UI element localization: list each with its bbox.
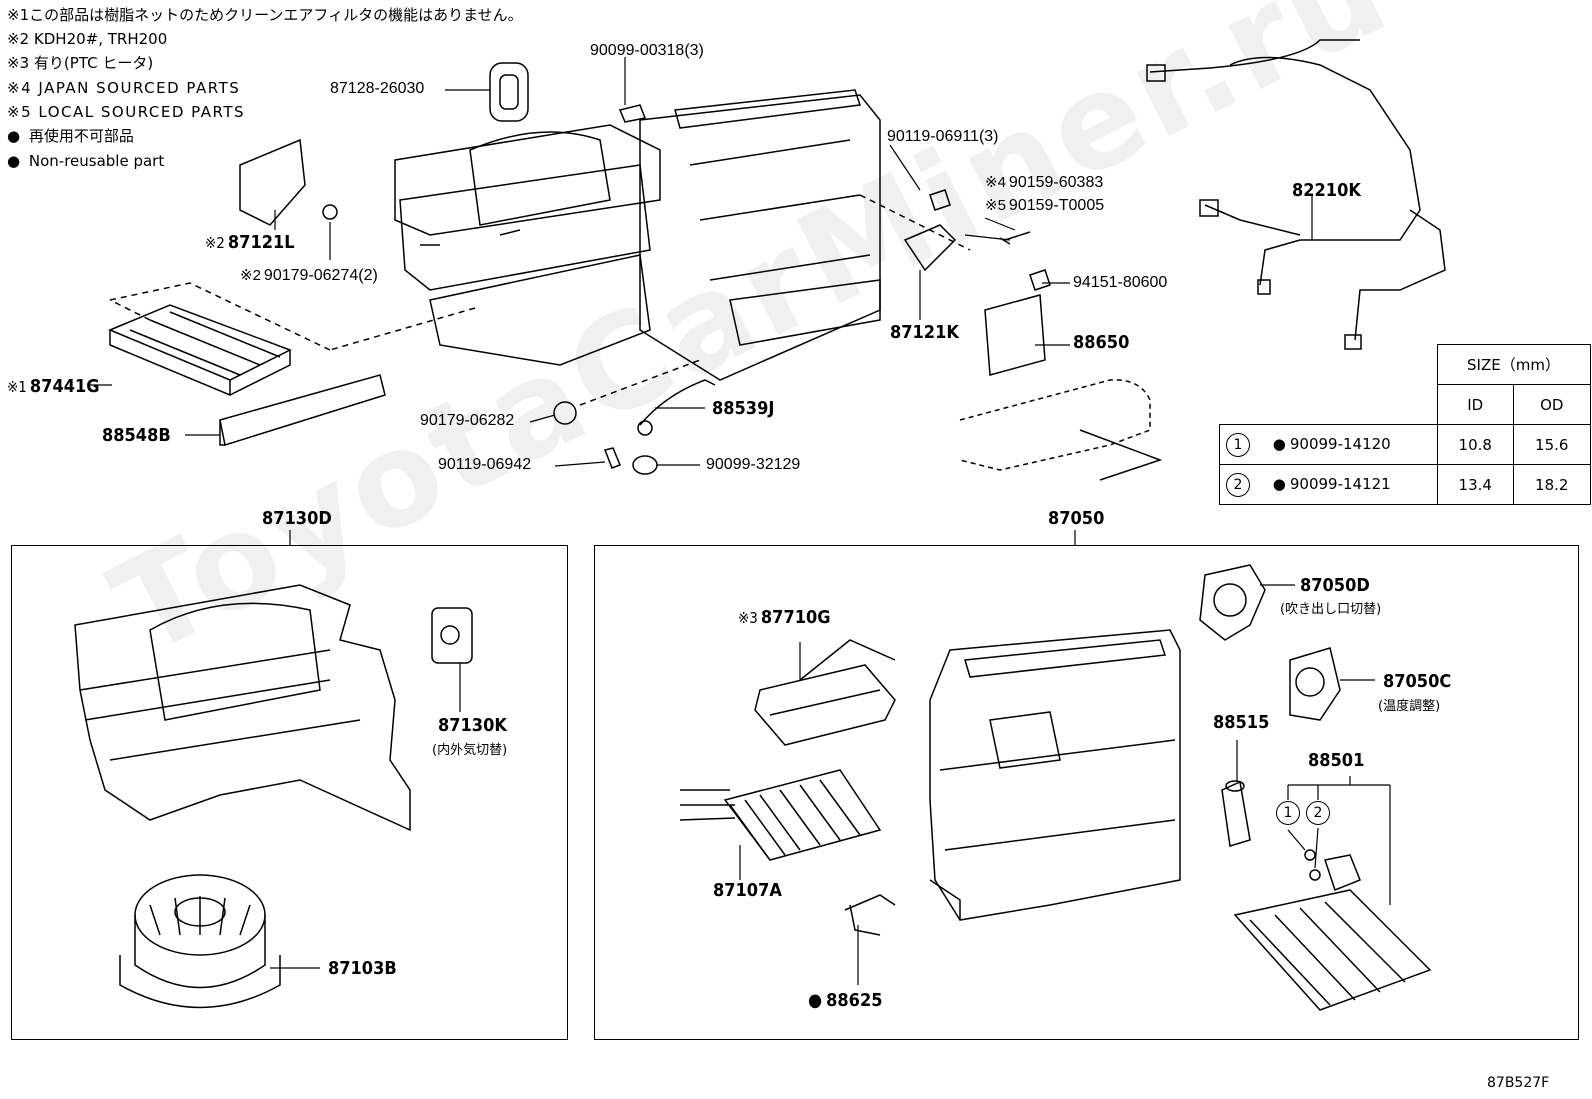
note-1: ※1この部品は樹脂ネットのためクリーンエアフィルタの機能はありません。 — [7, 4, 523, 26]
part-number-text: 90159-T0005 — [1008, 197, 1105, 214]
part-number-text: 90159-60383 — [1008, 174, 1104, 191]
size-table: SIZE（mm） ID OD 1 90099-14120 10.8 15.6 2… — [1219, 344, 1591, 505]
part-87050C-desc: (温度調整) — [1378, 699, 1441, 714]
part-number-text: 87710G — [760, 607, 831, 628]
note-5: ※5 LOCAL SOURCED PARTS — [7, 101, 245, 123]
size-table-od: 18.2 — [1513, 464, 1591, 505]
part-87128-26030[interactable]: 87128-26030 — [330, 80, 425, 97]
size-table-part[interactable]: 90099-14121 — [1273, 475, 1391, 493]
size-table-id: 10.8 — [1436, 424, 1514, 465]
part-87050C[interactable]: 87050C — [1383, 671, 1452, 692]
evaporator-housing-drawing — [929, 629, 1181, 921]
filter-drawing — [108, 304, 292, 397]
note-2: ※2 KDH20#, TRH200 — [7, 28, 167, 50]
part-90099-32129[interactable]: 90099-32129 — [706, 456, 801, 473]
part-87121K[interactable]: 87121K — [890, 322, 959, 343]
note-mark: ※1 — [7, 6, 30, 24]
servo-motor-drawing — [431, 607, 473, 664]
part-87130D[interactable]: 87130D — [262, 508, 332, 529]
mark-2: ※2 — [240, 267, 261, 284]
part-87050D[interactable]: 87050D — [1300, 575, 1370, 596]
mark-1: ※1 — [7, 378, 27, 396]
part-88539J[interactable]: 88539J — [712, 398, 775, 419]
legend-non-reusable-en: Non-reusable part — [7, 150, 164, 172]
size-table-row: 2 90099-14121 13.4 18.2 — [1219, 464, 1591, 505]
mark-4: ※4 — [985, 174, 1006, 191]
part-87130K[interactable]: 87130K — [438, 715, 507, 736]
part-88548B[interactable]: 88548B — [102, 425, 171, 446]
part-82210K[interactable]: 82210K — [1292, 180, 1361, 201]
part-90119-06911[interactable]: 90119-06911(3) — [887, 128, 999, 145]
circle-number: 2 — [1226, 472, 1250, 497]
size-table-part-cell: 1 90099-14120 — [1219, 424, 1438, 465]
note-mark: ※4 — [7, 79, 33, 97]
note-mark: ※2 — [7, 30, 30, 48]
size-table-id: 13.4 — [1436, 464, 1514, 505]
circle-2: 2 — [1306, 801, 1330, 825]
circle-1: 1 — [1276, 801, 1300, 825]
part-87130K-desc: (内外気切替) — [432, 743, 508, 758]
part-87103B[interactable]: 87103B — [328, 958, 397, 979]
size-table-title: SIZE（mm） — [1436, 344, 1591, 385]
evaporator-drawing — [1233, 849, 1432, 1011]
part-88625[interactable]: 88625 — [808, 990, 882, 1011]
part-94151-80600[interactable]: 94151-80600 — [1073, 274, 1168, 291]
note-mark: ※5 — [7, 103, 33, 121]
ptc-heater-drawing — [754, 639, 896, 746]
part-90179-06282[interactable]: 90179-06282 — [420, 412, 515, 429]
part-number-text: 87121L — [227, 232, 295, 253]
size-table-part-cell: 2 90099-14121 — [1219, 464, 1438, 505]
size-table-part[interactable]: 90099-14120 — [1273, 435, 1391, 453]
part-number-text: 90179-06274(2) — [263, 267, 378, 284]
legend-non-reusable-jp: 再使用不可部品 — [7, 125, 134, 147]
part-88501[interactable]: 88501 — [1308, 750, 1365, 771]
size-table-row: 1 90099-14120 10.8 15.6 — [1219, 424, 1591, 465]
leader-lines — [90, 57, 1391, 985]
note-4: ※4 JAPAN SOURCED PARTS — [7, 77, 240, 99]
note-mark: ※3 — [7, 54, 30, 72]
size-table-col-id: ID — [1436, 384, 1514, 425]
wire-harness-drawing — [1146, 39, 1446, 350]
assembly-box-87130D — [11, 545, 568, 1040]
circle-number: 1 — [1226, 432, 1250, 457]
drawing-code: 87B527F — [1487, 1075, 1550, 1091]
blower-housing-drawing — [394, 124, 661, 366]
legend-text: 再使用不可部品 — [28, 127, 134, 145]
thermistor-drawing — [1221, 780, 1251, 847]
note-3: ※3 有り(PTC ヒータ) — [7, 52, 153, 74]
note-text: LOCAL SOURCED PARTS — [38, 103, 246, 121]
part-88650[interactable]: 88650 — [1073, 332, 1130, 353]
assembly-box-87050 — [594, 545, 1579, 1040]
note-text: KDH20#, TRH200 — [33, 30, 168, 48]
mark-2: ※2 — [205, 234, 225, 252]
wire-sensor-drawing — [844, 894, 896, 936]
part-90099-00318[interactable]: 90099-00318(3) — [590, 42, 704, 59]
part-87107A[interactable]: 87107A — [713, 880, 782, 901]
blower-assembly-drawing — [74, 584, 411, 832]
size-table-od: 15.6 — [1513, 424, 1591, 465]
note-text: この部品は樹脂ネットのためクリーンエアフィルタの機能はありません。 — [29, 6, 523, 24]
note-text: 有り(PTC ヒータ) — [33, 54, 154, 72]
part-90119-06942[interactable]: 90119-06942 — [438, 456, 532, 473]
damper-servo-drawing — [1199, 564, 1341, 721]
ac-unit-drawing — [639, 89, 881, 381]
size-table-col-od: OD — [1513, 384, 1591, 425]
mark-5: ※5 — [985, 197, 1006, 214]
legend-text: Non-reusable part — [28, 152, 165, 170]
note-text: JAPAN SOURCED PARTS — [38, 79, 241, 97]
heater-core-drawing — [679, 769, 882, 861]
part-number-text: 87441G — [29, 376, 100, 397]
part-87050D-desc: (吹き出し口切替) — [1280, 602, 1382, 617]
part-87050[interactable]: 87050 — [1048, 508, 1105, 529]
blower-motor-drawing — [119, 874, 281, 1009]
mark-3: ※3 — [738, 609, 758, 627]
part-88515[interactable]: 88515 — [1213, 712, 1270, 733]
